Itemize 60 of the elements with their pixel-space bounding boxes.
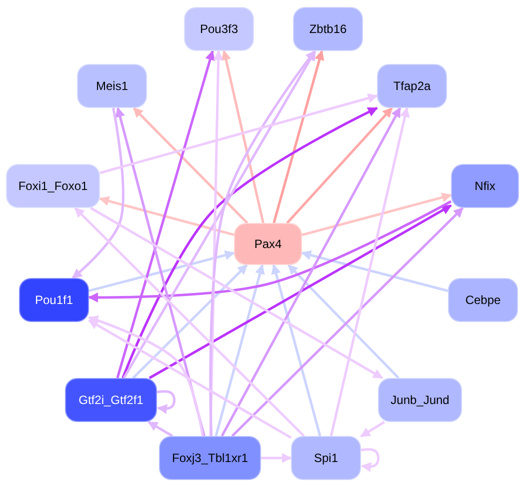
arrow: [209, 50, 224, 436]
arrow: [88, 200, 452, 302]
arrow: [74, 207, 305, 437]
gene-node: [291, 436, 361, 480]
gene-node: [19, 278, 89, 322]
arrow: [286, 107, 393, 224]
arrow: [231, 207, 464, 437]
gene-node: [77, 64, 147, 108]
gene-label: Nfix: [474, 179, 496, 193]
arrow: [132, 107, 248, 224]
gene-label: Foxi1_Foxo1: [18, 179, 88, 193]
arrow: [221, 50, 264, 224]
gene-node: [378, 378, 462, 422]
arrow: [156, 390, 176, 414]
arrow: [116, 50, 215, 378]
arrow: [301, 250, 448, 292]
gene-node: [448, 278, 518, 322]
gene-label: Cebpe: [465, 293, 501, 307]
arrow: [88, 250, 235, 292]
arrow: [99, 196, 234, 236]
arrow: [272, 50, 324, 224]
gene-label: Spi1: [314, 451, 338, 465]
arrow: [122, 106, 378, 378]
gene-node: [451, 164, 519, 208]
gene-node: [184, 7, 254, 51]
gene-label: Zbtb16: [309, 22, 347, 36]
arrow: [148, 420, 174, 438]
arrow: [132, 264, 248, 379]
arrow: [90, 206, 384, 380]
gene-node: [234, 223, 302, 265]
gene-label: Tfap2a: [393, 79, 431, 93]
gene-label: Pax4: [254, 237, 282, 251]
arrow: [330, 107, 410, 436]
gene-node: [377, 64, 447, 108]
arrow: [302, 192, 452, 236]
arrow: [360, 420, 385, 438]
arrow: [220, 107, 402, 437]
gene-node: [293, 7, 363, 51]
arrow: [148, 204, 452, 380]
arrow: [271, 264, 322, 436]
gene-label: Meis1: [96, 79, 128, 93]
arrow: [88, 319, 292, 439]
gene-label: Foxj3_Tbl1xr1: [172, 451, 248, 465]
arrow: [115, 107, 206, 436]
arrow: [88, 316, 204, 436]
arrow: [360, 448, 380, 472]
arrow: [72, 108, 124, 279]
gene-label: Gtf2i_Gtf2f1: [78, 393, 144, 407]
gene-label: Pou3f3: [200, 22, 238, 36]
arrow: [288, 264, 400, 379]
arrow: [261, 453, 292, 463]
gene-node: [159, 436, 261, 480]
arrow: [122, 50, 316, 379]
arrow: [209, 50, 316, 436]
arrow: [100, 93, 378, 174]
gene-label: Junb_Jund: [390, 393, 450, 407]
gene-node: [6, 164, 100, 208]
gene-node: [65, 378, 157, 422]
gene-label: Pou1f1: [34, 293, 74, 307]
arrow: [214, 264, 265, 436]
